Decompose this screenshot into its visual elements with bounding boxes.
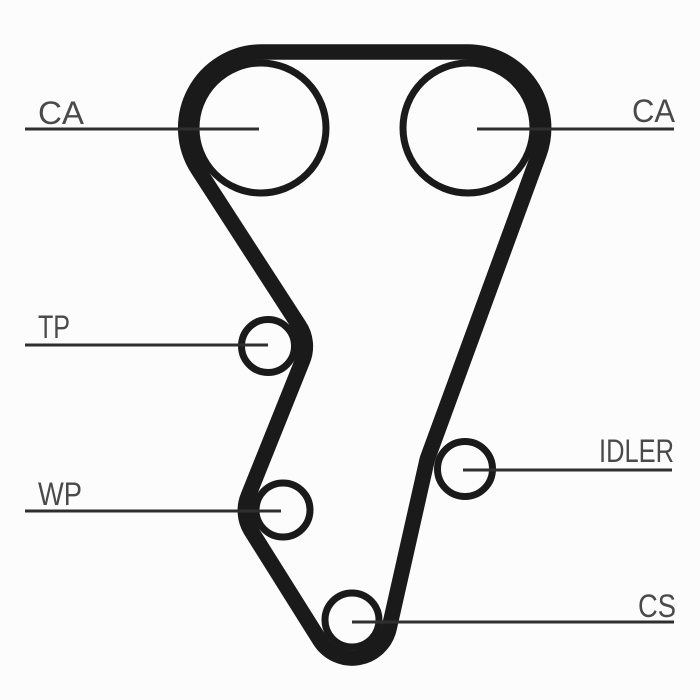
label-ca-left: CA (38, 95, 85, 131)
timing-belt (177, 44, 552, 666)
label-cs: CS (638, 588, 676, 624)
label-ca-right: CA (632, 93, 676, 129)
label-tp: TP (38, 309, 70, 345)
pulley-cs (321, 589, 383, 651)
label-idler: IDLER (599, 433, 674, 469)
label-wp: WP (38, 476, 82, 512)
